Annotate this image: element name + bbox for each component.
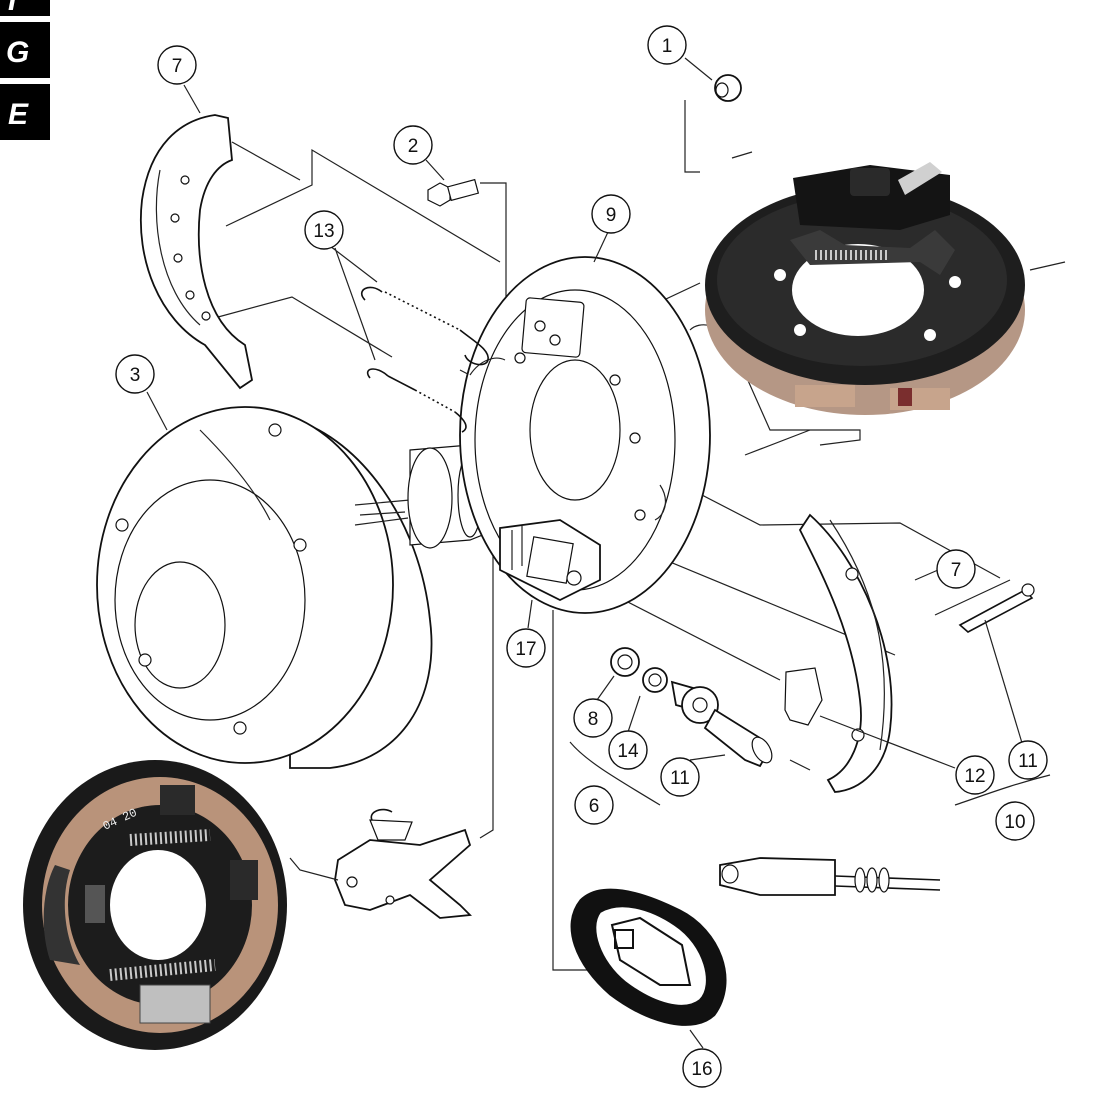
callout-6: 6 — [574, 785, 614, 825]
rubber-boot — [570, 888, 727, 1026]
callout-13: 13 — [304, 210, 344, 250]
svg-text:11: 11 — [1018, 751, 1038, 772]
callout-7-upper: 7 — [157, 45, 197, 85]
bolt — [427, 178, 480, 207]
adjuster-parts — [610, 583, 1035, 768]
callout-11-center: 11 — [660, 757, 700, 797]
corner-tab-3: E — [8, 98, 29, 131]
springs — [360, 286, 489, 433]
callout-16: 16 — [682, 1048, 722, 1088]
svg-text:9: 9 — [606, 205, 617, 226]
callout-12: 12 — [955, 755, 995, 795]
corner-tab-2: G — [6, 36, 29, 69]
photo-assembled-brake — [705, 162, 1025, 415]
svg-text:7: 7 — [172, 56, 183, 77]
brake-shoe-upper — [140, 114, 254, 390]
backing-plate — [459, 256, 861, 614]
callout-7-lower: 7 — [936, 549, 976, 589]
callout-10: 10 — [995, 801, 1035, 841]
svg-text:11: 11 — [670, 768, 690, 789]
svg-text:10: 10 — [1004, 812, 1025, 833]
svg-text:7: 7 — [951, 560, 962, 581]
svg-text:14: 14 — [617, 741, 639, 762]
svg-text:16: 16 — [691, 1059, 712, 1080]
brake-cable — [719, 857, 941, 896]
adjuster-bracket — [499, 519, 601, 602]
callout-11-right: 11 — [1008, 740, 1048, 780]
brake-shoe-lower — [784, 513, 893, 793]
parking-brake-lever — [334, 808, 472, 919]
corner-tab-1: I — [8, 0, 17, 17]
svg-text:12: 12 — [964, 766, 985, 787]
callout-3: 3 — [115, 354, 155, 394]
svg-text:2: 2 — [408, 136, 419, 157]
nut — [714, 74, 742, 102]
callout-9: 9 — [591, 194, 631, 234]
svg-text:8: 8 — [588, 709, 599, 730]
callout-2: 2 — [393, 125, 433, 165]
callouts: 1 2 3 6 7 7 8 9 10 11 11 12 13 14 16 17 — [115, 25, 1048, 1088]
svg-text:6: 6 — [589, 796, 600, 817]
callout-17: 17 — [506, 628, 546, 668]
corner-tabs: I G E — [0, 0, 50, 140]
leader-lines — [146, 57, 1051, 1049]
svg-text:1: 1 — [662, 36, 673, 57]
svg-text:13: 13 — [313, 221, 334, 242]
callout-8: 8 — [573, 698, 613, 738]
photo-brake-with-shoes: 04 20 — [23, 760, 287, 1050]
svg-text:3: 3 — [130, 365, 141, 386]
brake-drum — [96, 406, 433, 769]
callout-14: 14 — [608, 730, 648, 770]
svg-text:17: 17 — [515, 639, 536, 660]
callout-1: 1 — [647, 25, 687, 65]
